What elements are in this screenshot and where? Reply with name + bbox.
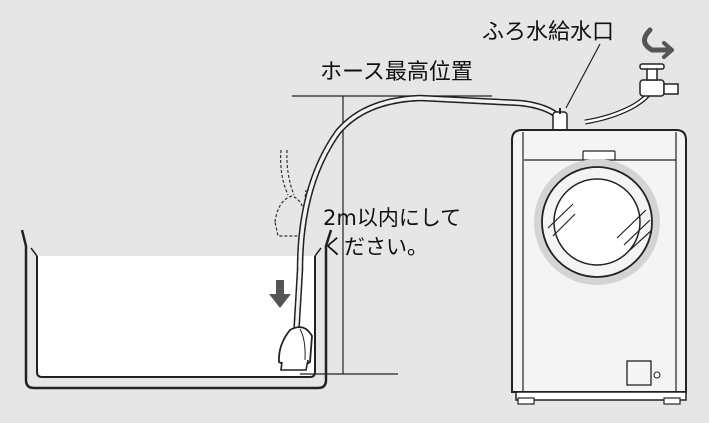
filter-cover [626,360,652,386]
washing-machine [511,129,687,405]
control-slot [582,150,616,161]
intake-connector [552,108,568,133]
height-limit-note: 2m以内にして ください。 [323,204,483,262]
height-dimension [292,95,492,375]
hose [292,94,564,342]
faucet [584,63,679,125]
height-limit-line-1: 2m以内にして [323,206,462,230]
bath-water [37,256,315,377]
curved-arrow-icon [642,27,674,59]
down-arrow-icon [269,280,291,308]
intake-label: ふろ水給水口 [482,20,615,45]
height-limit-line-2: ください。 [323,235,428,259]
hose-max-height-label: ホース最高位置 [320,60,473,85]
bath-pump [278,326,313,371]
